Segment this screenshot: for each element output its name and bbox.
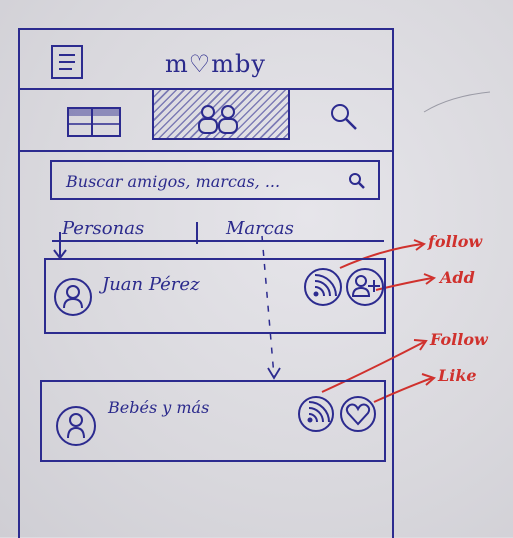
tab-people[interactable]	[152, 88, 290, 140]
add-friend-button[interactable]	[346, 268, 384, 306]
result-card-person[interactable]: Juan Pérez	[44, 258, 386, 334]
like-icon	[345, 403, 371, 426]
segment-marcas[interactable]: Marcas	[226, 218, 294, 239]
annotation-add: Add	[440, 268, 475, 287]
follow-icon	[307, 401, 330, 423]
search-input[interactable]: Buscar amigos, marcas, ...	[50, 160, 380, 200]
people-icon	[198, 105, 238, 134]
segment-underline	[52, 240, 384, 242]
follow-button[interactable]	[298, 396, 334, 432]
app-logo: m♡mby	[165, 50, 266, 78]
result-card-brand[interactable]: Bebés y más	[40, 380, 386, 462]
feed-icon	[67, 107, 121, 137]
avatar	[54, 278, 92, 316]
avatar	[56, 406, 96, 446]
segment-personas[interactable]: Personas	[62, 218, 145, 239]
user-icon	[63, 285, 83, 309]
tab-feed[interactable]	[34, 88, 152, 140]
user-icon	[67, 413, 85, 439]
search-icon	[331, 104, 357, 130]
segment-separator	[196, 222, 198, 244]
annotation-like: Like	[438, 366, 477, 385]
annotation-follow: Follow	[430, 330, 488, 349]
tab-divider	[20, 150, 394, 152]
search-icon[interactable]	[348, 172, 372, 196]
result-name[interactable]: Bebés y más	[108, 398, 210, 417]
follow-icon	[313, 274, 337, 297]
tab-bar	[34, 88, 394, 140]
like-button[interactable]	[340, 396, 376, 432]
result-name[interactable]: Juan Pérez	[102, 274, 200, 295]
menu-icon[interactable]	[50, 44, 90, 84]
follow-button[interactable]	[304, 268, 342, 306]
search-placeholder: Buscar amigos, marcas, ...	[66, 172, 281, 191]
annotation-follow: follow	[428, 232, 483, 251]
add-friend-icon	[351, 275, 380, 297]
tab-search[interactable]	[290, 88, 394, 140]
app-header: m♡mby	[20, 30, 394, 90]
